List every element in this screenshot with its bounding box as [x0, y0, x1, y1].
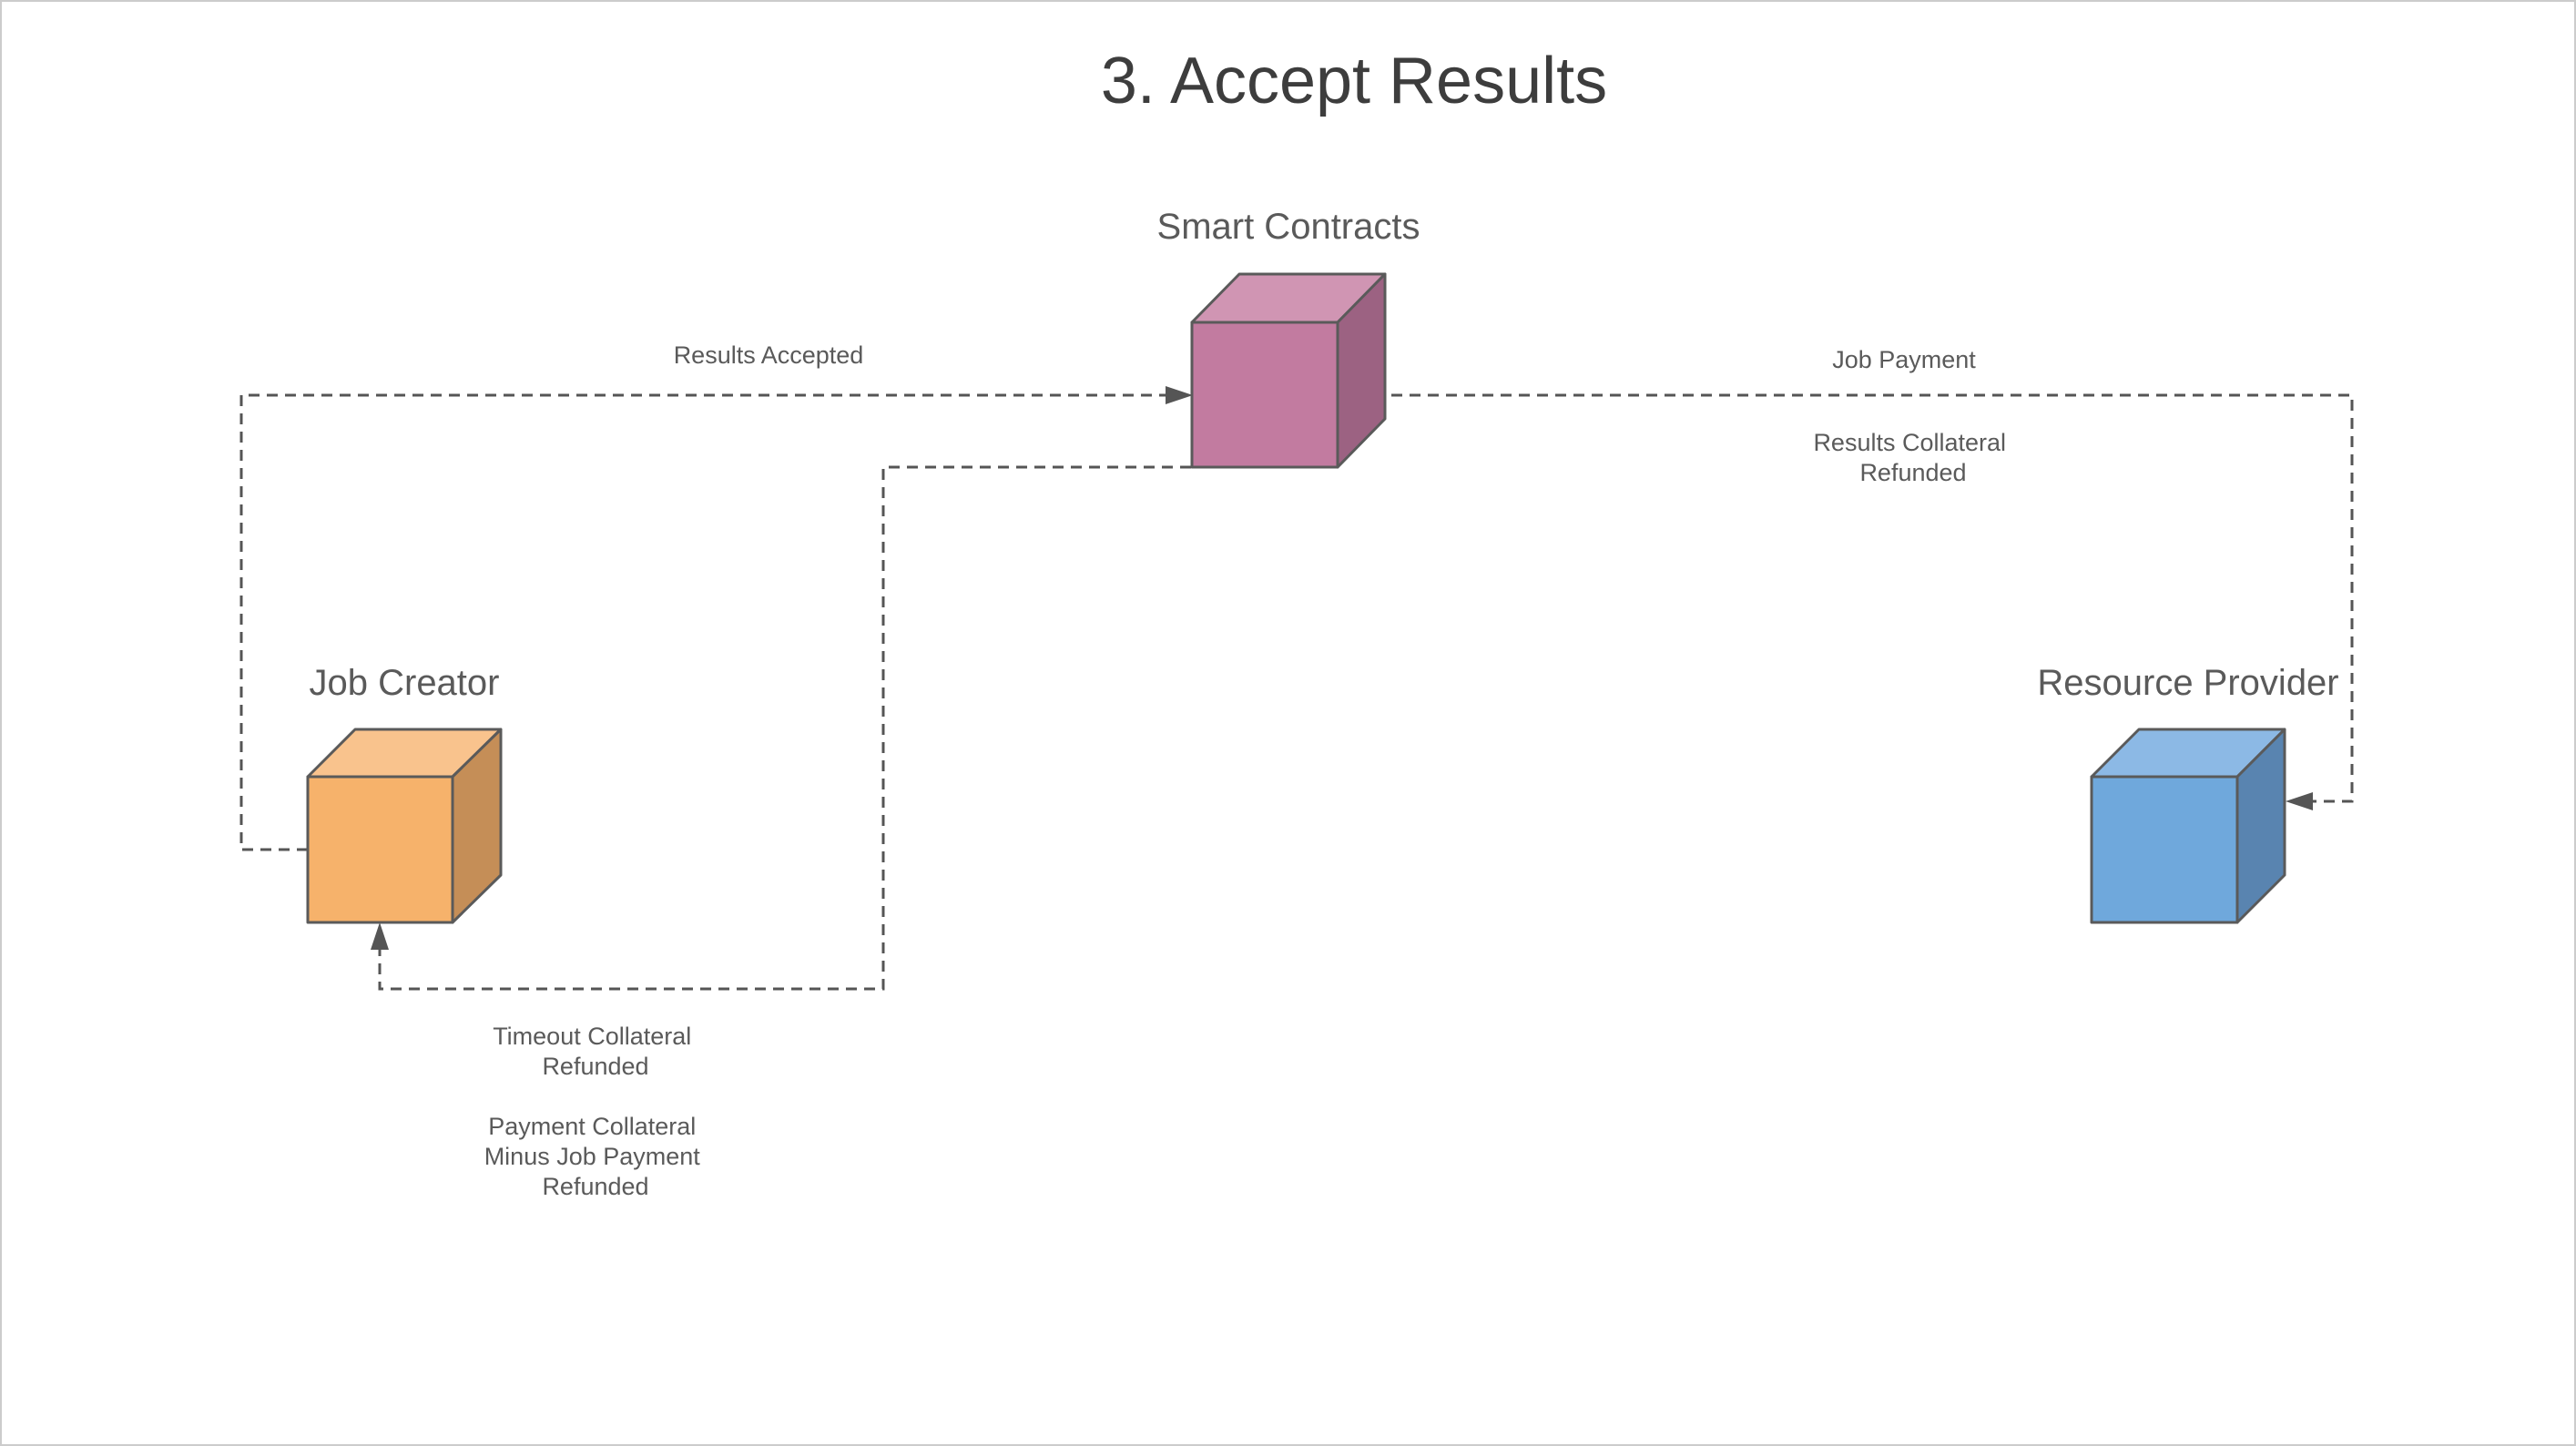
edge-collateral-refund	[378, 465, 1191, 991]
arrowhead-smart-contracts	[1166, 386, 1193, 404]
arrowhead-job-creator	[371, 922, 389, 950]
results-collateral-line: Refunded	[1859, 459, 1966, 486]
job-creator-cube-front	[306, 775, 454, 924]
smart-contracts-cube-front	[1190, 321, 1339, 469]
edge-job-payment	[1337, 393, 2354, 803]
results-accepted-label: Results Accepted	[674, 341, 864, 369]
resource-provider-node: Resource Provider	[2037, 663, 2339, 924]
job-creator-label: Job Creator	[310, 663, 500, 703]
payment-collateral-line: Payment Collateral	[488, 1113, 696, 1140]
payment-collateral-label: Payment Collateral Minus Job Payment Ref…	[484, 1113, 708, 1200]
results-collateral-label: Results Collateral Refunded	[1813, 429, 2012, 486]
payment-collateral-line: Refunded	[542, 1173, 648, 1200]
smart-contracts-label: Smart Contracts	[1157, 207, 1420, 247]
results-collateral-line: Results Collateral	[1813, 429, 2006, 456]
timeout-collateral-line: Timeout Collateral	[493, 1023, 691, 1050]
resource-provider-cube-front	[2090, 775, 2239, 924]
job-creator-node: Job Creator	[306, 663, 503, 924]
payment-collateral-line: Minus Job Payment	[484, 1143, 701, 1170]
resource-provider-label: Resource Provider	[2037, 663, 2338, 703]
arrowhead-resource-provider	[2286, 792, 2313, 810]
timeout-collateral-line: Refunded	[542, 1053, 648, 1080]
job-payment-label: Job Payment	[1832, 346, 1976, 373]
edge-results-accepted	[239, 393, 1167, 851]
smart-contracts-node: Smart Contracts	[1157, 207, 1420, 469]
timeout-collateral-label: Timeout Collateral Refunded	[493, 1023, 698, 1080]
diagram-title: 3. Accept Results	[1101, 45, 1607, 117]
